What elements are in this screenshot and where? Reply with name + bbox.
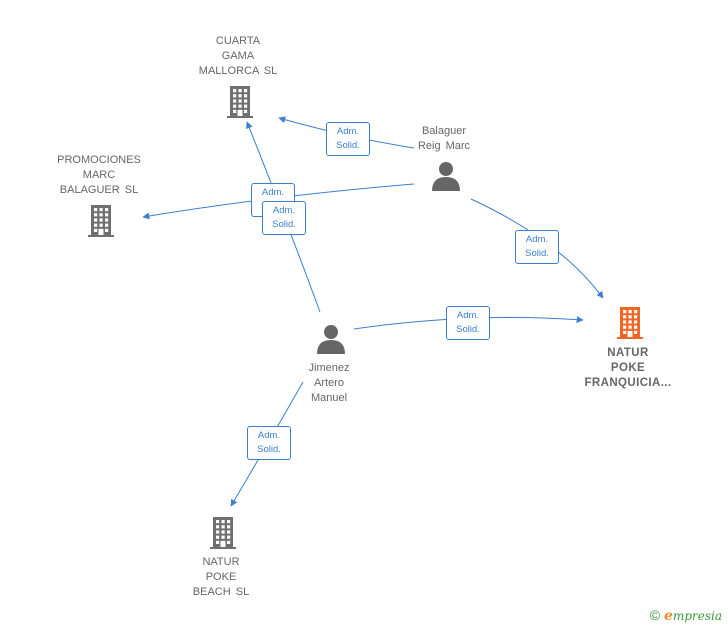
- edge-label-line: Adm.: [456, 310, 480, 321]
- node-label-line: PROMOCIONES: [57, 154, 141, 166]
- edge-label-line: Solid.: [257, 444, 281, 455]
- edge-label-line: Solid.: [272, 219, 296, 230]
- edge-label-jimenez_artero-to-natur_poke_franquicia[interactable]: Adm. Solid.: [446, 306, 490, 340]
- edge-label-jimenez_artero-to-natur_poke_beach[interactable]: Adm. Solid.: [247, 426, 291, 460]
- node-label-line: NATUR: [607, 347, 649, 359]
- brand-name: mpresia: [672, 609, 722, 623]
- node-label-natur_poke_beach[interactable]: NATUR POKE BEACH SL: [193, 555, 249, 600]
- node-label-line: Reig Marc: [417, 140, 471, 152]
- edge-label-balaguer_reig-to-natur_poke_franquicia[interactable]: Adm. Solid.: [515, 230, 559, 264]
- node-label-line: BALAGUER SL: [59, 184, 139, 196]
- edge-label-jimenez_artero-to-cuarta_gama[interactable]: Adm. Solid.: [262, 201, 306, 235]
- brand-initial: e: [664, 608, 673, 624]
- node-label-line: CUARTA: [215, 35, 261, 47]
- node-label-promociones_marc[interactable]: PROMOCIONES MARC BALAGUER SL: [57, 153, 141, 198]
- node-label-natur_poke_franquicia[interactable]: NATUR POKE FRANQUICIA...: [585, 346, 672, 391]
- copyright-symbol: ©: [649, 607, 661, 623]
- edge-label-line: Adm.: [261, 187, 285, 198]
- node-label-line: Manuel: [310, 392, 348, 404]
- building-icon[interactable]: [210, 517, 236, 549]
- edge-layer: [142, 116, 604, 507]
- node-label-line: Artero: [314, 377, 344, 389]
- node-label-line: GAMA: [221, 50, 255, 62]
- building-icon[interactable]: [88, 205, 114, 237]
- node-label-line: Balaguer: [421, 125, 467, 137]
- node-label-cuarta_gama[interactable]: CUARTA GAMA MALLORCA SL: [199, 34, 277, 79]
- node-label-line: BEACH SL: [192, 586, 250, 598]
- person-icon[interactable]: [432, 162, 460, 191]
- node-label-line: POKE: [205, 571, 237, 583]
- edge-label-line: Solid.: [456, 324, 480, 335]
- building-icon[interactable]: [617, 307, 643, 339]
- edge-label-balaguer_reig-to-cuarta_gama[interactable]: Adm. Solid.: [326, 122, 370, 156]
- edge-label-line: Adm.: [272, 205, 296, 216]
- node-label-line: MALLORCA SL: [198, 65, 278, 77]
- edge-label-line: Adm.: [336, 126, 360, 137]
- node-label-line: NATUR: [202, 556, 240, 568]
- edge-label-line: Adm.: [257, 430, 281, 441]
- node-label-line: FRANQUICIA...: [584, 377, 672, 389]
- edge-label-line: Solid.: [525, 248, 549, 259]
- edge-label-line: Solid.: [336, 140, 360, 151]
- person-icon[interactable]: [317, 325, 345, 354]
- node-label-line: Jimenez: [308, 362, 350, 374]
- node-label-line: POKE: [610, 362, 646, 374]
- node-label-line: MARC: [82, 169, 116, 181]
- footer-brand: ©empresia: [650, 607, 722, 624]
- building-icon[interactable]: [227, 86, 253, 118]
- edge-label-line: Adm.: [525, 234, 549, 245]
